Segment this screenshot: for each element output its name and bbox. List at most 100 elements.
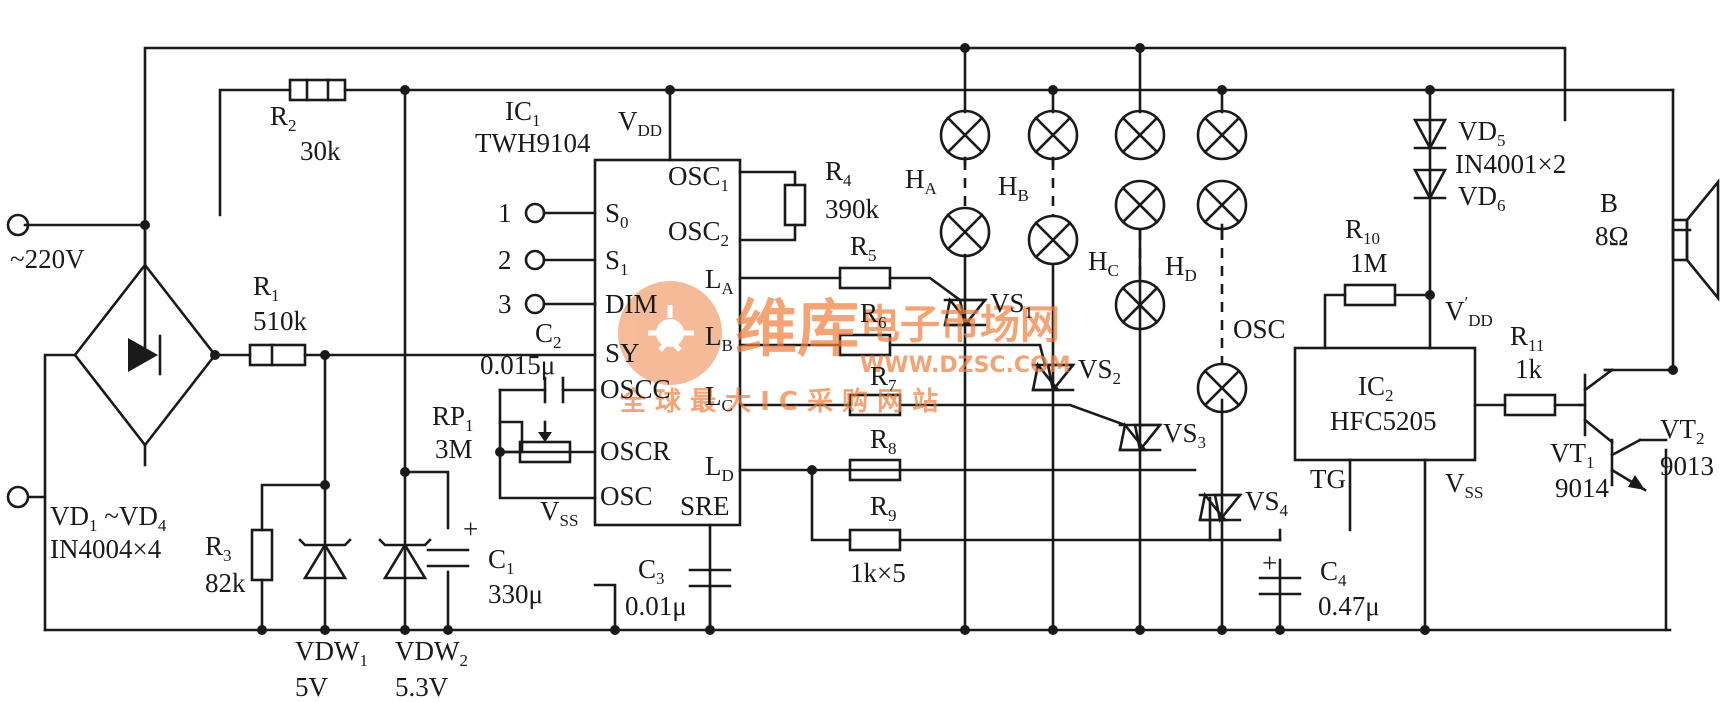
vdw1-label: VDW1 — [295, 636, 368, 670]
ic1-pin-la: LA — [705, 264, 735, 298]
c3-value: 0.01μ — [625, 591, 687, 621]
triac-vs2 — [1031, 362, 1076, 393]
r9-label: R9 — [870, 491, 897, 525]
triac-vs1 — [943, 297, 988, 328]
bridge-label: VD1 ~VD4 — [50, 501, 167, 535]
terminal-1: 1 — [498, 198, 512, 228]
r2-label: R2 — [270, 101, 297, 135]
vt2-label: VT2 — [1660, 414, 1705, 448]
ic1-pin-s0: S0 — [605, 198, 629, 232]
zener-diodes — [298, 538, 432, 580]
speaker-value: 8Ω — [1595, 221, 1629, 251]
lamp-ha-label: HA — [905, 164, 938, 198]
lamp-osc-label: OSC — [1233, 314, 1286, 344]
r5-label: R5 — [850, 231, 877, 265]
lamp-hd-1 — [1196, 109, 1248, 161]
r11-value: 1k — [1515, 354, 1543, 384]
potentiometer-rp1 — [498, 420, 572, 464]
ac-input-terminals — [6, 213, 30, 509]
capacitor-symbols — [426, 376, 1302, 632]
c4-plus: + — [1262, 548, 1277, 578]
triac-vs3-label: VS3 — [1163, 418, 1206, 452]
ic1-pin-dim: DIM — [605, 289, 658, 319]
vdw1-value: 5V — [295, 672, 329, 702]
r10-value: 1M — [1350, 248, 1388, 278]
ic1-pin-s1: S1 — [605, 245, 629, 279]
triac-vs1-label: VS1 — [990, 288, 1033, 322]
ic1-vdd: VDD — [618, 106, 662, 140]
ic1-pin-osc: OSC — [600, 481, 653, 511]
ic1-pin-osc1: OSC1 — [668, 161, 729, 195]
r3-value: 82k — [205, 568, 246, 598]
resistor-bodies — [248, 78, 1557, 582]
c3-label: C3 — [638, 554, 665, 588]
r4-value: 390k — [825, 194, 880, 224]
ic1-vss: VSS — [540, 496, 578, 530]
lamp-hc-3 — [1114, 279, 1166, 331]
c4-value: 0.47μ — [1318, 591, 1380, 621]
lamp-hd-label: HD — [1165, 251, 1197, 285]
r6-label: R6 — [860, 298, 887, 332]
triac-vs4-label: VS4 — [1245, 486, 1289, 520]
ic1-pin-sre: SRE — [680, 491, 730, 521]
r8-label: R8 — [870, 424, 897, 458]
bridge-value: IN4004×4 — [50, 534, 162, 564]
ic1-pin-oscr: OSCR — [600, 436, 671, 466]
ic1-label: IC1 — [505, 96, 541, 130]
vdd2-label: V′DD — [1445, 293, 1493, 330]
vd5-label: VD5 — [1458, 116, 1506, 150]
mode-terminals — [524, 202, 597, 315]
c2-value: 0.015μ — [480, 350, 555, 380]
speaker-b — [1671, 178, 1720, 302]
diodes-vd5-vd6 — [1412, 118, 1448, 201]
lamp-hc-2 — [1114, 179, 1166, 231]
c1-plus: + — [463, 514, 478, 544]
vt1-label: VT1 — [1550, 438, 1595, 472]
ic2-label: IC2 — [1358, 371, 1394, 405]
diodes-value: IN4001×2 — [1455, 149, 1566, 179]
lamp-hb-label: HB — [998, 171, 1029, 205]
rp1-value: 3M — [435, 434, 473, 464]
r1-value: 510k — [253, 306, 308, 336]
ic1-part: TWH9104 — [475, 128, 591, 158]
r1-label: R1 — [253, 271, 280, 305]
triacs — [943, 297, 1243, 523]
vt1-value: 9014 — [1555, 473, 1610, 503]
lamp-hb-1 — [1027, 109, 1079, 161]
rp1-label: RP1 — [432, 401, 474, 435]
lamp-hc-label: HC — [1088, 246, 1119, 280]
speaker-label: B — [1600, 188, 1618, 218]
lamp-hd-3 — [1196, 362, 1248, 414]
vt2-value: 9013 — [1660, 451, 1714, 481]
lamp-hd-2 — [1196, 179, 1248, 231]
ic2-tg: TG — [1310, 464, 1346, 494]
lamp-ha-1 — [939, 109, 991, 161]
ic1-pin-lc: LC — [705, 381, 733, 415]
transistors — [1578, 368, 1668, 492]
ic2-vss: VSS — [1445, 468, 1483, 502]
ic2-body — [1293, 346, 1477, 462]
vd6-label: VD6 — [1458, 181, 1506, 215]
vdw2-value: 5.3V — [395, 672, 449, 702]
r10-label: R10 — [1345, 214, 1380, 248]
ic1-body — [593, 158, 742, 527]
ic1-pin-osc2: OSC2 — [668, 216, 729, 250]
terminal-3: 3 — [498, 289, 512, 319]
terminal-2: 2 — [498, 245, 512, 275]
bridge-rectifier — [73, 223, 217, 467]
ic1-pin-ld: LD — [705, 451, 734, 485]
r11-label: R11 — [1510, 321, 1544, 355]
ac-voltage-label: ~220V — [10, 244, 85, 274]
r3-label: R3 — [205, 531, 232, 565]
c1-value: 330μ — [488, 579, 543, 609]
lamps — [939, 109, 1248, 414]
ic1-pin-lb: LB — [705, 321, 733, 355]
r9-value: 1k×5 — [850, 558, 906, 588]
c4-label: C4 — [1320, 556, 1347, 590]
triac-vs3 — [1118, 422, 1163, 453]
ic1-pin-sy: SY — [605, 338, 640, 368]
vdw2-label: VDW2 — [395, 636, 468, 670]
ic1-pin-oscc: OSCC — [600, 374, 671, 404]
